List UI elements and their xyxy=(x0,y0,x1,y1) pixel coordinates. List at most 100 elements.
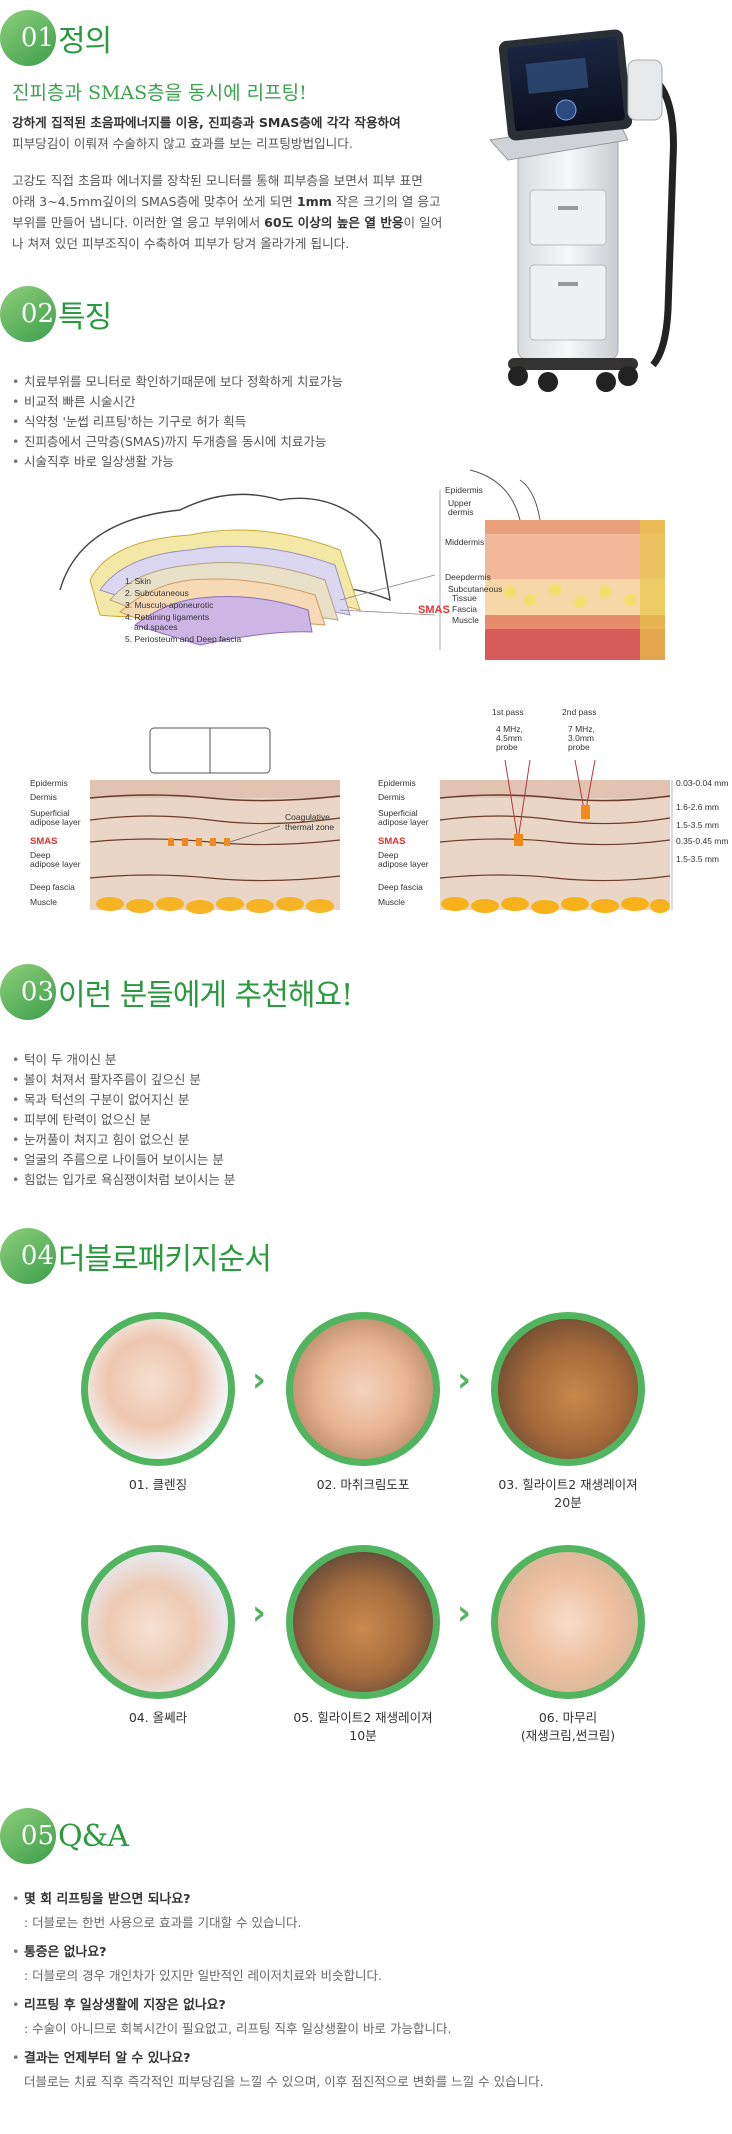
list-item: 힘없는 입가로 욕심쟁이처럼 보이시는 분 xyxy=(12,1170,235,1190)
section-title: 정의 xyxy=(58,24,112,59)
section-title: 더블로패키지순서 xyxy=(58,1242,272,1277)
layer-label: adipose layer xyxy=(378,817,429,827)
skin-label: dermis xyxy=(448,507,474,517)
list-item: 얼굴의 주름으로 나이들어 보이시는 분 xyxy=(12,1150,235,1170)
qa-answer: : 더블로는 한번 사용으로 효과를 기대할 수 있습니다. xyxy=(24,1915,302,1930)
qa-item: 결과는 언제부터 알 수 있나요? 더블로는 치료 직후 즉각적인 피부당김을 … xyxy=(12,2049,712,2092)
layer-label: Dermis xyxy=(30,792,57,802)
layer-label: and spaces xyxy=(134,622,177,632)
step-caption: 06. 마무리 (재생크림,썬크림) xyxy=(520,1710,616,1743)
definition-subtitle: 진피층과 SMAS층을 동시에 리프팅! xyxy=(12,82,307,104)
skin-label: Fascia xyxy=(452,604,477,614)
step-photo xyxy=(491,1545,645,1699)
layer-label: Superficial xyxy=(378,808,418,818)
qa-answer: 더블로는 치료 직후 즉각적인 피부당김을 느낄 수 있으며, 이후 점진적으로… xyxy=(24,2074,544,2089)
section-02-header: 02 특징 xyxy=(0,286,112,342)
list-item: 비교적 빠른 시술시간 xyxy=(12,392,343,412)
layer-label: Muscle xyxy=(30,897,57,907)
list-item: 진피층에서 근막층(SMAS)까지 두개층을 동시에 치료가능 xyxy=(12,432,343,452)
qa-question: 결과는 언제부터 알 수 있나요? xyxy=(12,2049,712,2069)
step-photo xyxy=(491,1312,645,1466)
qa-question: 몇 회 리프팅을 받으면 되나요? xyxy=(12,1890,712,1910)
recommend-list: 턱이 두 개이신 분 볼이 쳐져서 팔자주름이 깊으신 분 목과 턱선의 구분이… xyxy=(12,1050,235,1190)
list-item: 목과 턱선의 구분이 없어지신 분 xyxy=(12,1090,235,1110)
qa-item: 몇 회 리프팅을 받으면 되나요? : 더블로는 한번 사용으로 효과를 기대할… xyxy=(12,1890,712,1933)
step-caption: 01. 클렌징 xyxy=(128,1477,188,1492)
step-card: 03. 힐라이트2 재생레이져 20분 xyxy=(489,1312,647,1512)
skin-label: Upper xyxy=(448,498,471,508)
section-05-header: 05 Q&A xyxy=(0,1808,129,1864)
layer-label: Epidermis xyxy=(30,778,68,788)
face-layer-diagram: 1. Skin 2. Subcutaneous 3. Musculo-apone… xyxy=(59,469,665,660)
layer-label: Deep fascia xyxy=(30,882,75,892)
step-card: 02. 마취크림도포 xyxy=(284,1312,442,1494)
list-item: 볼이 쳐져서 팔자주름이 깊으신 분 xyxy=(12,1070,235,1090)
chevron-right-icon: › xyxy=(457,1593,472,1633)
layer-label: 5. Periosteum and Deep fascia xyxy=(125,634,242,644)
qa-answer: : 수술이 아니므로 회복시간이 필요없고, 리프팅 직후 일상생활이 바로 가… xyxy=(24,2021,452,2036)
definition-paragraph-2: 고강도 직접 초음파 에너지를 장착된 모니터를 통해 피부층을 보면서 피부 … xyxy=(12,173,443,251)
section-04-header: 04 더블로패키지순서 xyxy=(0,1228,272,1284)
measure-label: 1.6-2.6 mm xyxy=(676,802,719,812)
zone-label: Coagulative xyxy=(285,812,330,822)
qa-item: 리프팅 후 일상생활에 지장은 없나요? : 수술이 아니므로 회복시간이 필요… xyxy=(12,1996,712,2039)
section-number: 01 xyxy=(0,10,56,66)
measure-label: 1.5-3.5 mm xyxy=(676,820,719,830)
step-photo xyxy=(81,1545,235,1699)
smas-label: SMAS xyxy=(418,604,450,616)
layer-label: Deep fascia xyxy=(378,882,423,892)
step-photo xyxy=(286,1312,440,1466)
smas-label: SMAS xyxy=(378,836,405,847)
list-item: 시술직후 바로 일상생활 가능 xyxy=(12,452,343,472)
step-photo xyxy=(81,1312,235,1466)
section-01-header: 01 정의 xyxy=(0,10,112,66)
layer-label: 4. Retaining ligaments xyxy=(125,612,209,622)
section-number: 04 xyxy=(0,1228,56,1284)
step-photo xyxy=(286,1545,440,1699)
pass-label: 2nd pass xyxy=(562,707,597,717)
section-title: Q&A xyxy=(58,1818,129,1854)
skin-label: Middermis xyxy=(445,537,484,547)
skin-label: Muscle xyxy=(452,615,479,625)
list-item: 피부에 탄력이 없으신 분 xyxy=(12,1110,235,1130)
section-number: 02 xyxy=(0,286,56,342)
chevron-right-icon: › xyxy=(252,1360,267,1400)
features-list: 치료부위를 모니터로 확인하기때문에 보다 정확하게 치료가능 비교적 빠른 시… xyxy=(12,372,343,472)
zone-label: thermal zone xyxy=(285,822,334,832)
chevron-right-icon: › xyxy=(252,1593,267,1633)
qa-answer: : 더블로의 경우 개인차가 있지만 일반적인 레이저치료와 비슷합니다. xyxy=(24,1968,382,1983)
list-item: 치료부위를 모니터로 확인하기때문에 보다 정확하게 치료가능 xyxy=(12,372,343,392)
step-card: 04. 올쎄라 xyxy=(79,1545,237,1727)
measure-label: 0.03-0.04 mm xyxy=(676,778,728,788)
skin-label: Subcutaneous xyxy=(448,584,502,594)
layer-label: adipose layer xyxy=(30,817,81,827)
layer-label: 3. Musculo-aponeurotic xyxy=(125,600,214,610)
layer-label: Superficial xyxy=(30,808,70,818)
probe-label: probe xyxy=(496,742,518,752)
layer-label: Muscle xyxy=(378,897,405,907)
qa-item: 통증은 없나요? : 더블로의 경우 개인차가 있지만 일반적인 레이저치료와 … xyxy=(12,1943,712,1986)
step-card: 05. 힐라이트2 재생레이져 10분 xyxy=(284,1545,442,1745)
section-title: 이런 분들에게 추천해요! xyxy=(58,978,353,1013)
skin-label: Deepdermis xyxy=(445,572,491,582)
qa-question: 리프팅 후 일상생활에 지장은 없나요? xyxy=(12,1996,712,2016)
chevron-right-icon: › xyxy=(457,1360,472,1400)
list-item: 턱이 두 개이신 분 xyxy=(12,1050,235,1070)
step-caption: 04. 올쎄라 xyxy=(128,1710,188,1725)
skin-label: Tissue xyxy=(452,593,477,603)
layer-label: 2. Subcutaneous xyxy=(125,588,189,598)
probe-label: probe xyxy=(568,742,590,752)
layer-label: Dermis xyxy=(378,792,405,802)
section-number: 05 xyxy=(0,1808,56,1864)
layer-label: 1. Skin xyxy=(125,576,151,586)
measure-label: 0.35-0.45 mm xyxy=(676,836,728,846)
step-card: 06. 마무리 (재생크림,썬크림) xyxy=(489,1545,647,1745)
layer-label: Epidermis xyxy=(378,778,416,788)
probe-label: 3.0mm xyxy=(568,733,594,743)
probe-label: 7 MHz, xyxy=(568,724,595,734)
ultrasound-cross-section-diagram: Coagulative thermal zone Epidermis Dermi… xyxy=(30,707,728,914)
pass-label: 1st pass xyxy=(492,707,524,717)
definition-paragraph-1: 강하게 집적된 초음파에너지를 이용, 진피층과 SMAS층에 각각 작용하여 … xyxy=(12,115,401,151)
skin-label: Epidermis xyxy=(445,485,483,495)
list-item: 눈꺼풀이 쳐지고 힘이 없으신 분 xyxy=(12,1130,235,1150)
